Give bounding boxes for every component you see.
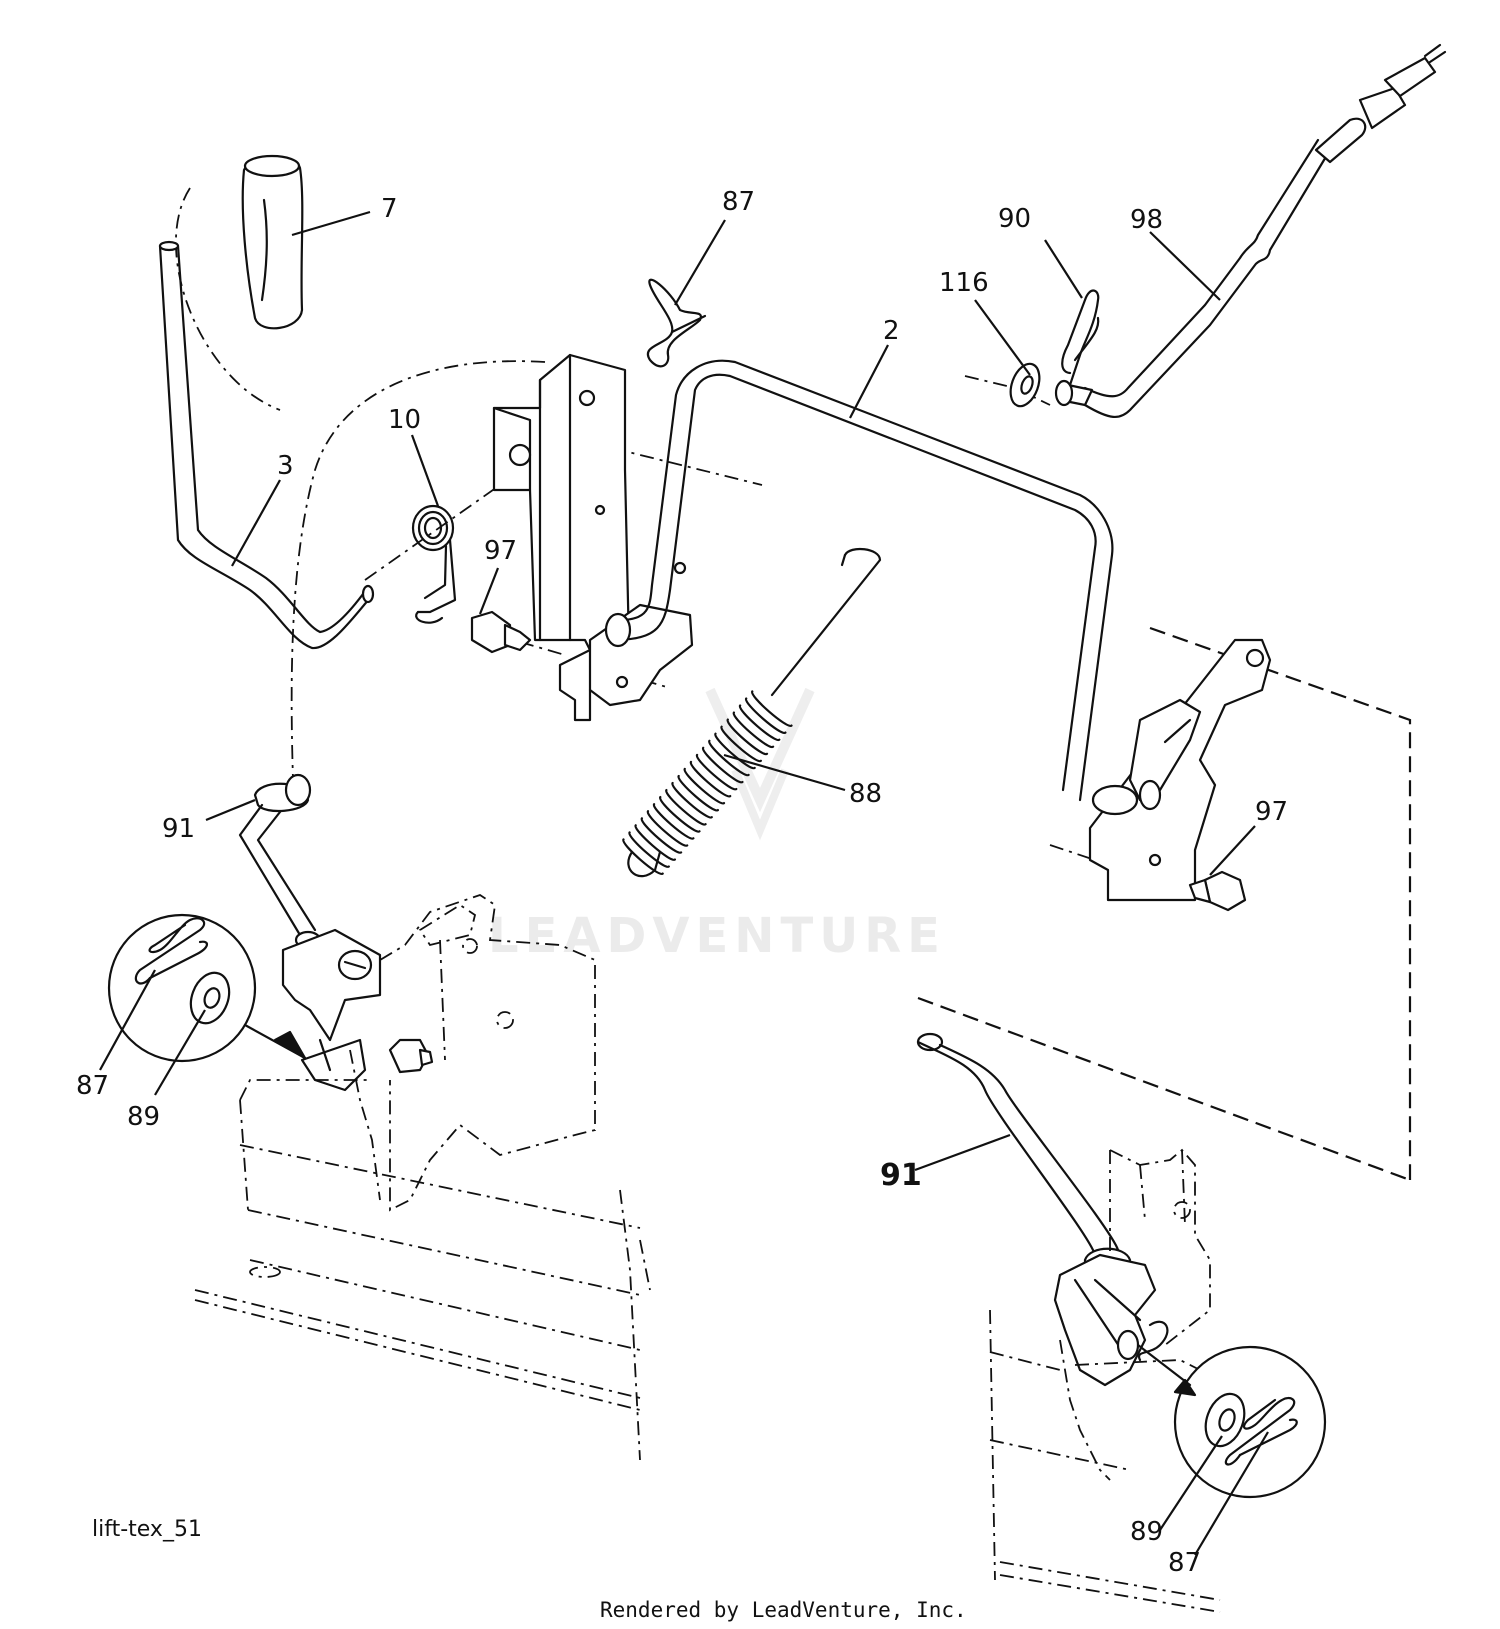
callout-91-left: 91: [162, 814, 195, 844]
callout-97-right: 97: [1255, 797, 1288, 827]
part-10-torsion-spring: [411, 504, 457, 624]
callout-2: 2: [883, 316, 900, 346]
callout-3: 3: [277, 451, 294, 481]
right-deck-phantom: [989, 1148, 1221, 1613]
detail-circle-right: [1136, 1343, 1327, 1499]
right-bracket: [1088, 638, 1272, 902]
part-91-left-lever: [238, 773, 322, 950]
callout-97-left: 97: [484, 536, 517, 566]
part-88-extension-spring: [622, 547, 882, 878]
part-97-right-bolt: [1188, 870, 1247, 912]
callout-98: 98: [1130, 205, 1163, 235]
part-98-rod: [1054, 43, 1447, 418]
part-7-handle-grip: [241, 154, 304, 330]
callout-89-left: 89: [127, 1102, 160, 1132]
callout-90: 90: [998, 204, 1031, 234]
watermark-text: LEADVENTURE: [488, 908, 946, 964]
leader-lines: [99, 210, 1269, 1556]
frame-right: [917, 626, 1412, 1182]
part-2-lift-shaft: [604, 359, 1114, 802]
callout-116: 116: [939, 268, 989, 298]
leadventure-watermark-logo: [705, 687, 815, 841]
part-116-washer: [1009, 362, 1041, 408]
part-87-top-clip: [646, 278, 707, 368]
left-deck-phantom: [194, 894, 651, 1461]
part-3-lift-lever: [158, 240, 375, 650]
callout-91-right: 91: [880, 1158, 922, 1193]
callouts: 7 87 90 98 116 2 10 3 97 88 97 91 87 89 …: [76, 187, 1288, 1578]
phantom-guides: [175, 187, 1206, 889]
part-97-left-bolt: [470, 610, 532, 654]
detail-circle-left: [107, 913, 307, 1063]
right-lower-bracket: [1053, 1253, 1169, 1387]
callout-87-left: 87: [76, 1071, 109, 1101]
callout-87-right: 87: [1168, 1548, 1201, 1578]
callout-87-top: 87: [722, 187, 755, 217]
left-lower-bracket: [281, 928, 434, 1092]
callout-88: 88: [849, 779, 882, 809]
callout-89-right: 89: [1130, 1517, 1163, 1547]
callout-10: 10: [388, 405, 421, 435]
upper-bracket: [492, 353, 694, 722]
drawing-code: lift-tex_51: [92, 1517, 202, 1542]
callout-7: 7: [381, 194, 398, 224]
part-91-right-lever: [916, 1032, 1132, 1291]
part-90-hairpin-clip: [1061, 289, 1100, 387]
footer-credit: Rendered by LeadVenture, Inc.: [600, 1598, 967, 1622]
